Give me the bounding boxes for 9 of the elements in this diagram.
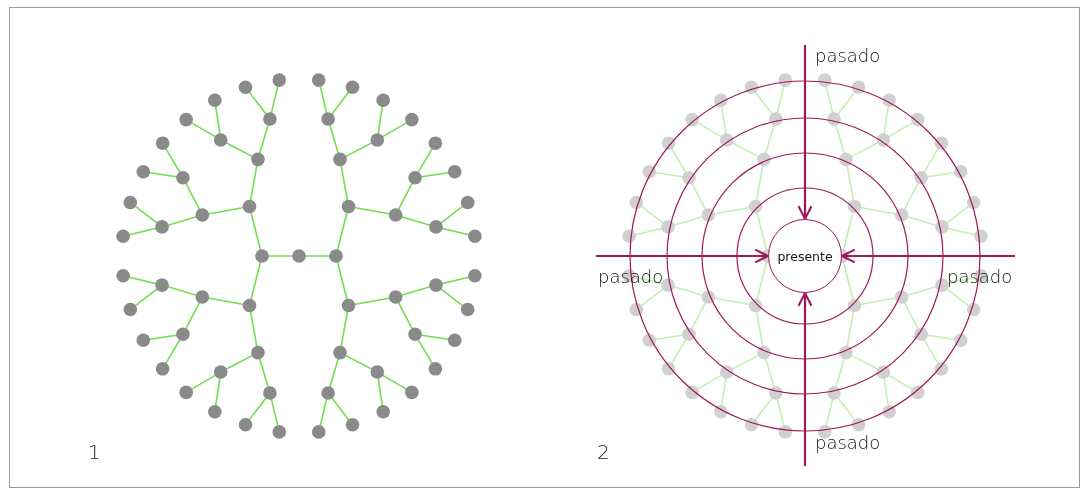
time-label: pasado xyxy=(815,45,881,66)
arrow xyxy=(797,291,813,466)
circle-label: presente xyxy=(777,248,833,264)
figure-number: 2 xyxy=(597,440,610,464)
time-label: pasado xyxy=(815,432,881,453)
arrow xyxy=(840,248,1015,264)
arrow xyxy=(596,248,770,264)
arrow xyxy=(797,45,813,221)
figure-number: 1 xyxy=(88,440,101,464)
